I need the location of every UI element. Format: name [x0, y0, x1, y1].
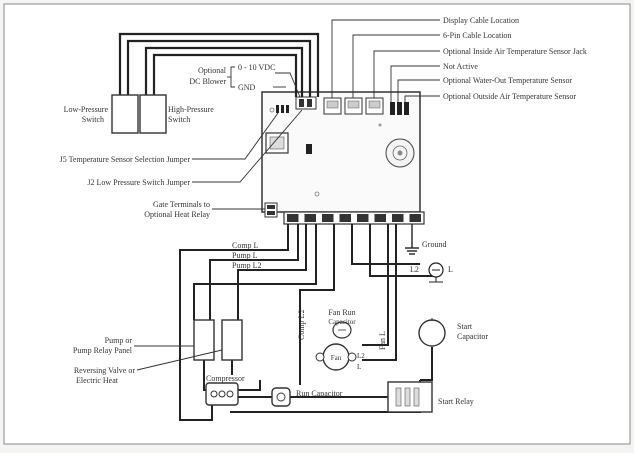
pressure-switch-wires	[118, 32, 320, 97]
label-optional: Optional	[198, 66, 227, 75]
terminal-screw	[304, 214, 316, 222]
sensor-terminals	[390, 102, 409, 115]
label-display-cable: Display Cable Location	[443, 16, 519, 25]
terminal-screw	[322, 214, 334, 222]
high-pressure-switch	[139, 94, 167, 134]
label-comp-l2: Comp L2	[297, 310, 306, 340]
terminal-screw	[409, 214, 421, 222]
label-fan-run: Fan Run	[328, 308, 355, 317]
label-outside-air-sensor: Optional Outside Air Temperature Sensor	[443, 92, 576, 101]
start-capacitor	[418, 318, 446, 347]
rj-jack-inside-air	[365, 97, 384, 115]
label-dc-blower: DC Blower	[189, 77, 226, 86]
label-electric-heat: Electric Heat	[76, 376, 119, 385]
power-input	[428, 262, 444, 283]
label-compressor: Compressor	[206, 374, 245, 383]
pump-relay-box	[193, 319, 215, 361]
fan-motor	[315, 343, 357, 371]
label-ground: Ground	[422, 240, 446, 249]
label-l-input: L	[448, 265, 453, 274]
label-fan-capacitor: Capacitor	[328, 318, 356, 326]
terminal-screw	[374, 214, 386, 222]
terminal-screw	[392, 214, 404, 222]
gate-terminals	[264, 202, 278, 218]
rj-jack-6pin	[344, 97, 363, 115]
label-run-capacitor: Run Capacitor	[296, 389, 343, 398]
label-optional-heat-relay: Optional Heat Relay	[144, 210, 210, 219]
label-fan-l1: L	[357, 363, 361, 371]
label-low-pressure: Low-Pressure	[64, 105, 109, 114]
board-chip	[306, 144, 312, 154]
label-pump-l2: Pump L2	[232, 261, 262, 270]
j5-jumper	[276, 105, 289, 113]
label-fan: Fan	[331, 354, 342, 362]
label-pump-relay-panel: Pump Relay Panel	[73, 346, 133, 355]
high-voltage-terminal-strip	[283, 211, 425, 225]
low-pressure-switch	[111, 94, 139, 134]
compressor	[205, 382, 239, 406]
label-not-active: Not Active	[443, 62, 478, 71]
label-j2-jumper: J2 Low Pressure Switch Jumper	[87, 178, 190, 187]
label-low-pressure-switch: Switch	[82, 115, 104, 124]
label-gnd: GND	[238, 83, 256, 92]
label-start-relay: Start Relay	[438, 397, 474, 406]
label-j5-jumper: J5 Temperature Sensor Selection Jumper	[60, 155, 191, 164]
label-inside-air-sensor: Optional Inside Air Temperature Sensor J…	[443, 47, 587, 56]
run-capacitor	[271, 387, 291, 407]
terminal-screw	[357, 214, 369, 222]
terminal-screw	[339, 214, 351, 222]
label-6pin-cable: 6-Pin Cable Location	[443, 31, 511, 40]
label-reversing-valve: Reversing Valve or	[74, 366, 136, 375]
label-comp-l: Comp L	[232, 241, 259, 250]
label-vdc: 0 - 10 VDC	[238, 63, 275, 72]
label-high-pressure-switch: Switch	[168, 115, 190, 124]
top-leader-lines	[192, 19, 440, 210]
start-relay	[387, 381, 433, 413]
label-start: Start	[457, 322, 473, 331]
label-fan-l: Fan L	[378, 331, 387, 350]
label-fan-l2: L2	[357, 352, 365, 360]
label-start-capacitor: Capacitor	[457, 332, 488, 341]
fan-run-capacitor	[332, 321, 352, 339]
label-pump-l: Pump L	[232, 251, 258, 260]
terminal-screw	[287, 214, 299, 222]
label-pump-or: Pump or	[105, 336, 133, 345]
label-l2-input: L2	[410, 265, 419, 274]
rj-jack-display	[323, 97, 342, 115]
ground-symbol	[405, 224, 419, 255]
label-gate-terminals: Gate Terminals to	[153, 200, 210, 209]
label-high-pressure: High-Pressure	[168, 105, 214, 114]
label-water-out-sensor: Optional Water-Out Temperature Sensor	[443, 76, 573, 85]
reversing-valve-box	[221, 319, 243, 361]
